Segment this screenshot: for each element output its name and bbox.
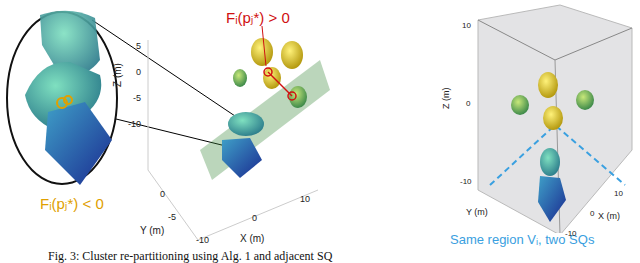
plot-3d (148, 26, 330, 240)
axis-label: 10 (462, 22, 471, 30)
region-box (478, 5, 632, 235)
axis-label: Y (m) (466, 208, 488, 217)
axis-label: -10 (128, 120, 141, 129)
annotation: Fᵢ(pⱼ*) > 0 (226, 10, 290, 25)
axis-label: X (m) (240, 234, 264, 244)
axis-label: 5 (136, 42, 141, 51)
axis-label: 0 (252, 214, 257, 223)
axis-label: Z (m) (113, 63, 123, 87)
axis-label: X (m) (598, 212, 620, 221)
annotation: Fᵢ(pⱼ*) < 0 (40, 196, 104, 211)
axis-label: -10 (565, 230, 577, 238)
axis-label: 0 (590, 210, 594, 218)
axis-label: 10 (300, 195, 310, 204)
axis-label: -10 (196, 236, 209, 245)
axis-label: 0 (466, 100, 470, 108)
axis-label: Z (m) (442, 87, 451, 109)
axis-label: Y (m) (140, 226, 164, 236)
axis-label: 10 (614, 190, 623, 198)
axis-label: 0 (160, 190, 165, 199)
figure-caption: Fig. 3: Cluster re-partitioning using Al… (48, 250, 332, 262)
axis-label: 0 (136, 68, 141, 77)
axis-label: -10 (460, 178, 472, 186)
axis-label: -5 (168, 213, 176, 222)
axis-label: -5 (133, 94, 141, 103)
